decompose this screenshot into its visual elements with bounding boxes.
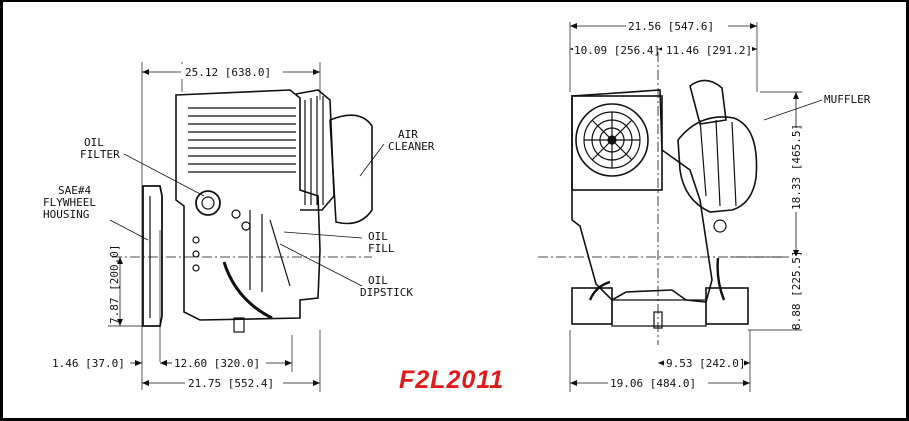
dim-mount-offset: 9.53 [242.0]	[666, 357, 745, 370]
dim-overall-width: 21.56 [547.6]	[628, 20, 714, 33]
label-oil-filter: OIL	[84, 136, 104, 149]
label-oil-fill-2: FILL	[368, 242, 395, 255]
label-housing: HOUSING	[43, 208, 89, 221]
dim-overall-length: 25.12 [638.0]	[185, 66, 271, 79]
model-label: F2L2011	[399, 366, 505, 394]
dim-left-half: 10.09 [256.4]	[574, 44, 660, 57]
dim-mount-width: 19.06 [484.0]	[610, 377, 696, 390]
dim-upper-height: 18.33 [465.5]	[790, 124, 803, 210]
dim-right-half: 11.46 [291.2]	[666, 44, 752, 57]
label-flywheel: FLYWHEEL	[43, 196, 96, 209]
side-view	[108, 62, 385, 392]
label-muffler: MUFFLER	[824, 93, 871, 106]
label-oil-filter-2: FILTER	[80, 148, 120, 161]
dim-total-base: 21.75 [552.4]	[188, 377, 274, 390]
label-air-cleaner-2: CLEANER	[388, 140, 435, 153]
label-sae4: SAE#4	[58, 184, 91, 197]
front-view-text: 21.56 [547.6] 10.09 [256.4] 11.46 [291.2…	[573, 18, 871, 390]
label-air-cleaner: AIR	[398, 128, 418, 141]
dim-flange-offset: 1.46 [37.0]	[52, 357, 125, 370]
label-dipstick: DIPSTICK	[360, 286, 413, 299]
dim-lower-height: 8.88 [225.5]	[790, 251, 803, 330]
side-view-text: 25.12 [638.0] OIL FILTER AIR CLEANER SAE…	[43, 64, 435, 390]
dim-base-length: 12.60 [320.0]	[174, 357, 260, 370]
dim-crank-height: 7.87 [200.0]	[108, 245, 121, 324]
label-oil-fill: OIL	[368, 230, 388, 243]
front-view	[538, 22, 823, 392]
label-oil-dipstick: OIL	[368, 274, 388, 287]
